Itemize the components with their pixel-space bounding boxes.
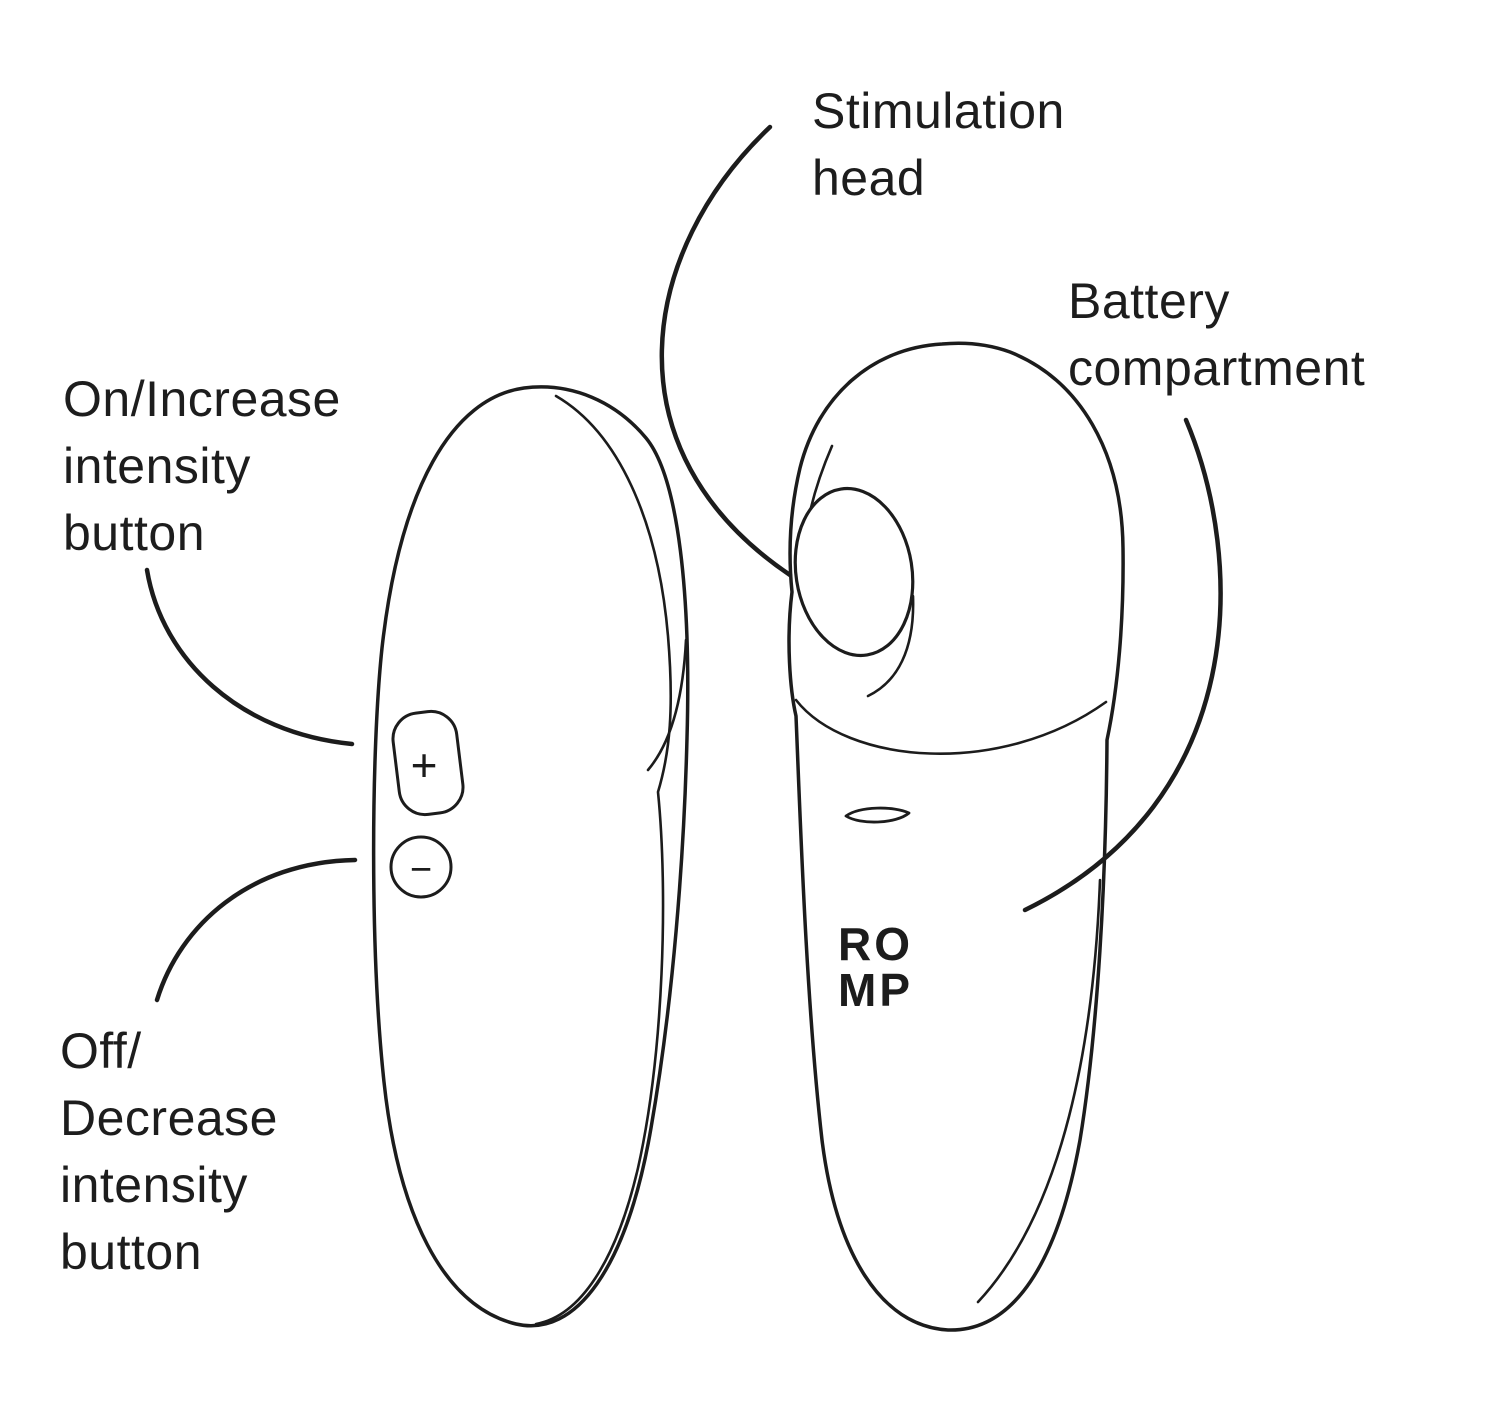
label-off-decrease-button: Off/ Decrease intensity button [60, 1023, 278, 1280]
brand-logo-line2: MP [838, 964, 913, 1016]
increase-button-shape [391, 709, 465, 817]
leader-line-battery-compartment [1022, 417, 1223, 913]
leader-line-increase-button [144, 567, 355, 747]
head-body-crease [794, 698, 1108, 755]
label-battery-compartment: Battery compartment [1068, 273, 1366, 396]
battery-slit [844, 806, 911, 824]
stimulation-head-opening [793, 486, 915, 658]
leader-line-stimulation-head [659, 124, 793, 578]
side-view-outline [371, 385, 690, 1328]
side-view-seam-line [534, 394, 673, 1326]
body-seam-line [976, 878, 1102, 1304]
decrease-button-shape [389, 835, 453, 899]
leader-line-decrease-button [154, 857, 358, 1003]
label-stimulation-head: Stimulation head [812, 83, 1065, 206]
opening-depth-arc [866, 594, 915, 698]
device-front-view: RO MP [787, 341, 1125, 1332]
device-side-view: + − [371, 385, 690, 1328]
side-view-head-contour [646, 638, 688, 772]
decrease-button-glyph: − [410, 849, 432, 891]
brand-logo-line1: RO [838, 918, 913, 970]
increase-button-glyph: + [411, 739, 438, 791]
label-on-increase-button: On/Increase intensity button [63, 371, 341, 561]
